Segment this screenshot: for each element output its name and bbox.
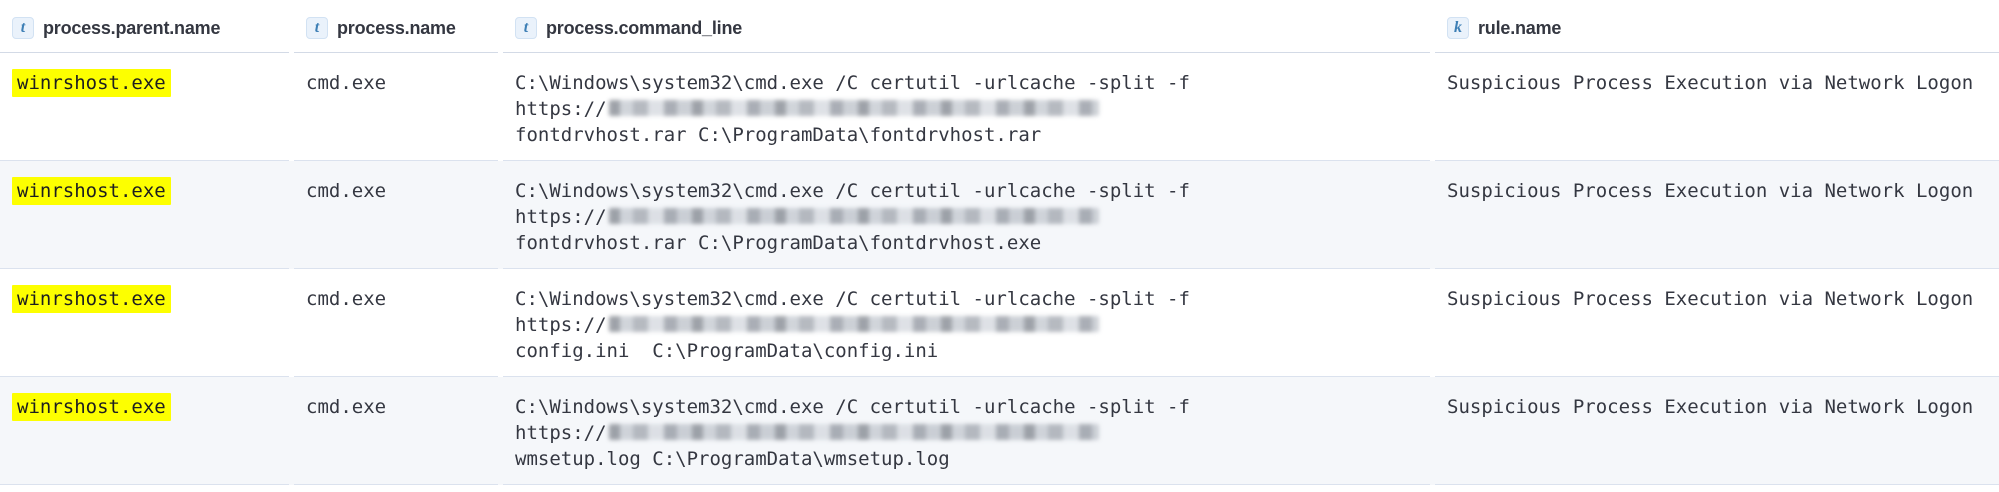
keyword-field-type-icon: k <box>1447 17 1469 39</box>
cell-value: Suspicious Process Execution via Network… <box>1447 396 1974 418</box>
command-line-text: C:\Windows\system32\cmd.exe /C certutil … <box>515 72 1190 94</box>
highlighted-value: winrshost.exe <box>12 69 171 97</box>
url-prefix: https:// <box>515 314 607 336</box>
command-url-line: https:// <box>515 312 1418 338</box>
cell-process-parent-name[interactable]: winrshost.exe <box>0 161 289 269</box>
command-line-text: C:\Windows\system32\cmd.exe /C certutil … <box>515 180 1190 202</box>
column-header-label: process.name <box>337 17 456 38</box>
command-line-text: C:\Windows\system32\cmd.exe /C certutil … <box>515 288 1190 310</box>
cell-value: Suspicious Process Execution via Network… <box>1447 72 1974 94</box>
cell-value: Suspicious Process Execution via Network… <box>1447 180 1974 202</box>
column-header-process-parent-name[interactable]: t process.parent.name <box>0 0 289 53</box>
column-header-process-name[interactable]: t process.name <box>294 0 498 53</box>
table-header-row: t process.parent.name t process.name t p… <box>0 0 1999 53</box>
table-row: winrshost.exe cmd.exe C:\Windows\system3… <box>0 161 1999 269</box>
cell-process-parent-name[interactable]: winrshost.exe <box>0 53 289 161</box>
column-header-label: rule.name <box>1478 17 1562 38</box>
command-line-text: C:\Windows\system32\cmd.exe /C certutil … <box>515 396 1190 418</box>
cell-process-command-line[interactable]: C:\Windows\system32\cmd.exe /C certutil … <box>503 377 1430 485</box>
cell-process-command-line[interactable]: C:\Windows\system32\cmd.exe /C certutil … <box>503 53 1430 161</box>
command-url-line: https:// <box>515 96 1418 122</box>
table-row: winrshost.exe cmd.exe C:\Windows\system3… <box>0 269 1999 377</box>
table-row: winrshost.exe cmd.exe C:\Windows\system3… <box>0 377 1999 485</box>
text-field-type-icon: t <box>515 17 537 39</box>
cell-value: cmd.exe <box>306 396 387 418</box>
command-line-text: fontdrvhost.rar C:\ProgramData\fontdrvho… <box>515 232 1042 254</box>
command-line-text: config.ini C:\ProgramData\config.ini <box>515 340 939 362</box>
highlighted-value: winrshost.exe <box>12 285 171 313</box>
column-header-label: process.parent.name <box>43 17 221 38</box>
cell-rule-name[interactable]: Suspicious Process Execution via Network… <box>1435 377 1999 485</box>
table-row: winrshost.exe cmd.exe C:\Windows\system3… <box>0 53 1999 161</box>
url-prefix: https:// <box>515 98 607 120</box>
column-header-label: process.command_line <box>546 17 743 38</box>
cell-rule-name[interactable]: Suspicious Process Execution via Network… <box>1435 269 1999 377</box>
cell-process-command-line[interactable]: C:\Windows\system32\cmd.exe /C certutil … <box>503 161 1430 269</box>
cell-process-parent-name[interactable]: winrshost.exe <box>0 377 289 485</box>
cell-value: Suspicious Process Execution via Network… <box>1447 288 1974 310</box>
cell-process-command-line[interactable]: C:\Windows\system32\cmd.exe /C certutil … <box>503 269 1430 377</box>
highlighted-value: winrshost.exe <box>12 393 171 421</box>
command-url-line: https:// <box>515 420 1418 446</box>
redacted-url-blur <box>608 208 1099 224</box>
cell-value: cmd.exe <box>306 288 387 310</box>
column-header-process-command-line[interactable]: t process.command_line <box>503 0 1430 53</box>
next-row-partial <box>0 485 1999 492</box>
redacted-url-blur <box>608 424 1099 440</box>
command-line-text: wmsetup.log C:\ProgramData\wmsetup.log <box>515 448 950 470</box>
redacted-url-blur <box>608 316 1099 332</box>
cell-value: cmd.exe <box>306 180 387 202</box>
text-field-type-icon: t <box>12 17 34 39</box>
cell-process-name[interactable]: cmd.exe <box>294 269 498 377</box>
cell-process-name[interactable]: cmd.exe <box>294 161 498 269</box>
url-prefix: https:// <box>515 422 607 444</box>
url-prefix: https:// <box>515 206 607 228</box>
cell-process-name[interactable]: cmd.exe <box>294 53 498 161</box>
command-line-text: fontdrvhost.rar C:\ProgramData\fontdrvho… <box>515 124 1042 146</box>
cell-value: cmd.exe <box>306 72 387 94</box>
redacted-url-blur <box>608 100 1099 116</box>
column-header-rule-name[interactable]: k rule.name <box>1435 0 1999 53</box>
highlighted-value: winrshost.exe <box>12 177 171 205</box>
cell-process-name[interactable]: cmd.exe <box>294 377 498 485</box>
cell-rule-name[interactable]: Suspicious Process Execution via Network… <box>1435 161 1999 269</box>
cell-rule-name[interactable]: Suspicious Process Execution via Network… <box>1435 53 1999 161</box>
text-field-type-icon: t <box>306 17 328 39</box>
cell-process-parent-name[interactable]: winrshost.exe <box>0 269 289 377</box>
command-url-line: https:// <box>515 204 1418 230</box>
